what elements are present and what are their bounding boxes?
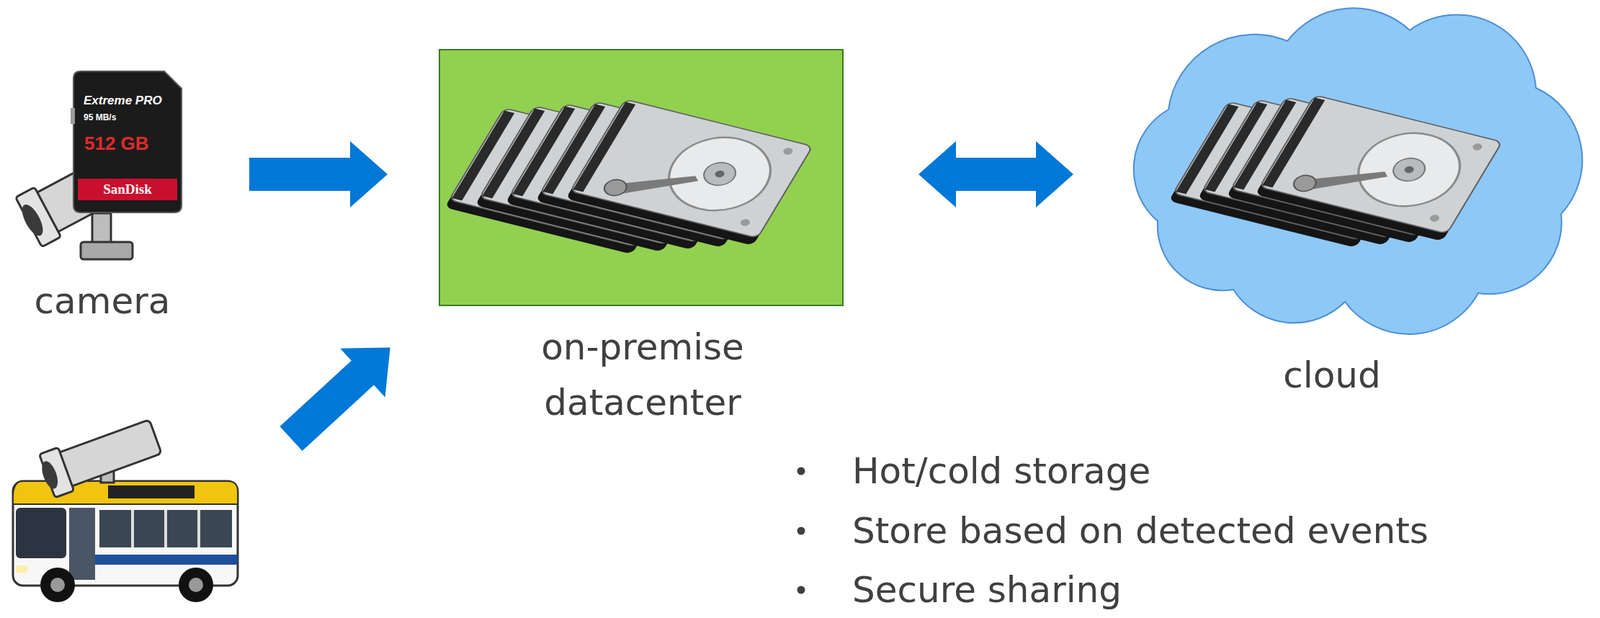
- bus-arrow: [268, 323, 413, 464]
- bullet: [797, 586, 806, 595]
- card-text: Extreme PRO: [83, 93, 163, 109]
- label-slot: 95 MB/s: [83, 111, 116, 124]
- bus-icon: [12, 414, 238, 603]
- node-label: cloud: [1223, 347, 1441, 404]
- node-label: on-premise datacenter: [512, 319, 773, 431]
- bullet-text: Secure sharing: [852, 568, 1122, 612]
- label-slot: Secure sharing: [852, 568, 1122, 612]
- hard-drives: [444, 99, 813, 255]
- cloud-outline: [1107, 5, 1595, 337]
- bullet-text: Hot/cold storage: [852, 449, 1151, 493]
- cloud-fill: [1133, 7, 1583, 335]
- label-slot: Store based on detected events: [852, 509, 1429, 553]
- label-slot: SanDisk: [79, 180, 176, 199]
- bullet: [797, 527, 806, 536]
- datacenter-fill: [438, 48, 844, 307]
- card-capacity: 512 GB: [84, 132, 150, 155]
- node-label: camera: [0, 273, 211, 330]
- hard-drives: [1168, 95, 1503, 248]
- label-slot: Hot/cold storage: [852, 449, 1151, 493]
- card-brand: SanDisk: [79, 180, 176, 199]
- datacenter-box: on-premise datacenter: [438, 48, 844, 307]
- bullet-text: Store based on detected events: [852, 509, 1429, 553]
- cloud-outline-path: [1133, 7, 1583, 335]
- card-text: 95 MB/s: [83, 111, 116, 124]
- block-arrow: [918, 141, 1074, 208]
- sd-card: [70, 71, 182, 213]
- label-slot: 512 GB: [84, 132, 150, 155]
- bullet: [797, 467, 806, 476]
- label-slot: Extreme PRO: [83, 93, 163, 109]
- cloud-shape: cloud: [1107, 5, 1595, 337]
- block-arrow: [249, 141, 388, 208]
